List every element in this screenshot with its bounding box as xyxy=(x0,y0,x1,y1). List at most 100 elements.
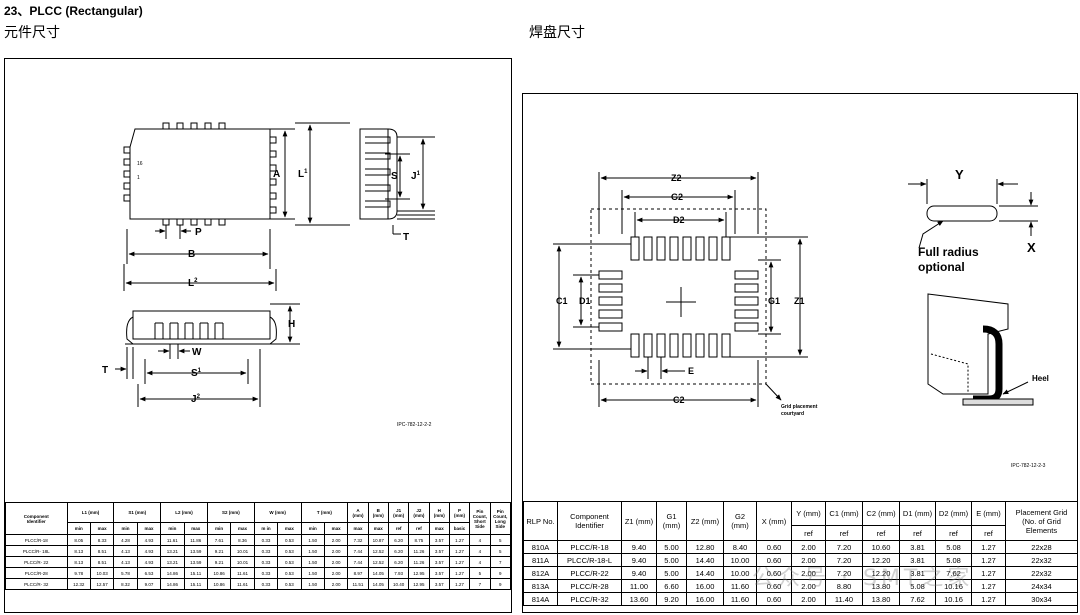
t1-subheader-cell: max xyxy=(428,522,450,535)
table-cell: 0.33 xyxy=(253,545,279,557)
table-cell: 11.86 xyxy=(183,534,208,546)
table-cell: 1.50 xyxy=(300,567,325,579)
table-cell: 15.11 xyxy=(183,567,208,579)
table-cell: 8.40 xyxy=(723,540,757,554)
table-cell: 810A xyxy=(523,540,558,554)
t2-subheader-cell: ref xyxy=(862,525,900,541)
table-cell: 16.00 xyxy=(686,579,724,593)
t2-subheader-cell: ref xyxy=(935,525,972,541)
t2-header-z1: Z1 (mm) xyxy=(621,501,657,541)
table-cell: 12.57 xyxy=(89,578,115,590)
t1-subheader-cell: max xyxy=(89,522,115,535)
table-cell: 0.53 xyxy=(277,545,302,557)
table-cell: 4 xyxy=(469,545,491,557)
table-cell: 14.05 xyxy=(367,578,389,590)
t2-header-c1: C1 (mm) xyxy=(825,501,863,526)
table-cell: 3.57 xyxy=(428,545,450,557)
t2-header-y: Y (mm) xyxy=(791,501,826,526)
table-cell: 2.00 xyxy=(791,540,826,554)
table-cell: 3.57 xyxy=(428,578,450,590)
table-cell: 8.36 xyxy=(230,534,255,546)
dim-l1-label: L1 xyxy=(298,169,308,180)
table-cell: 5 xyxy=(469,567,491,579)
t1-header-a: A(mm) xyxy=(347,502,369,523)
table-cell: PLCC/R-28 xyxy=(557,579,622,593)
table-cell: 8.75 xyxy=(408,534,430,546)
table-cell: 9.78 xyxy=(66,567,91,579)
dim-g1-label: G1 xyxy=(768,296,780,306)
component-drawing-panel: A L1 S J1 P T B L2 H W T S1 J2 16 1 IPC-… xyxy=(4,58,512,613)
table-cell: 13.59 xyxy=(183,545,208,557)
table-cell: 11.51 xyxy=(347,578,369,590)
dim-d2-label: D2 xyxy=(673,215,685,225)
table-cell: 9.20 xyxy=(656,592,687,606)
table-cell: 2.00 xyxy=(323,567,349,579)
component-drawing: A L1 S J1 P T B L2 H W T S1 J2 16 1 IPC-… xyxy=(102,122,435,428)
table-cell: 4.93 xyxy=(136,556,162,568)
table-cell: 0.33 xyxy=(253,567,279,579)
t1-subheader-cell: max xyxy=(323,522,349,535)
table-cell: 7 xyxy=(469,578,491,590)
dim-j1-label: J1 xyxy=(411,171,421,182)
table-cell: 5.00 xyxy=(656,553,687,567)
table-cell: 12.95 xyxy=(408,578,430,590)
t1-header-l1: L1 (mm) xyxy=(66,502,115,523)
table-cell: 7 xyxy=(489,556,511,568)
table-cell: 11.60 xyxy=(723,592,757,606)
dim-h-label: H xyxy=(288,319,295,330)
table-cell: 14.86 xyxy=(160,578,185,590)
table-cell: 0.33 xyxy=(253,534,279,546)
t1-header-t: T (mm) xyxy=(300,502,349,523)
table-cell: 12.52 xyxy=(367,545,389,557)
table-cell: 3.81 xyxy=(899,540,936,554)
table-cell: 813A xyxy=(523,579,558,593)
table-cell: 10.03 xyxy=(89,567,115,579)
table-cell: 6.53 xyxy=(136,567,162,579)
dim-z1-label: Z1 xyxy=(794,296,805,306)
table-cell: 3.57 xyxy=(428,534,450,546)
table-cell: 13.59 xyxy=(183,556,208,568)
table-cell: 7.62 xyxy=(899,592,936,606)
table-cell: 9.40 xyxy=(621,553,657,567)
t1-subheader-cell: max xyxy=(277,522,302,535)
table-cell: 9 xyxy=(489,578,511,590)
table-cell: 8.13 xyxy=(66,545,91,557)
table-cell: 1.27 xyxy=(971,553,1006,567)
dim-e-label: E xyxy=(688,366,694,376)
t1-header-s1: S1 (mm) xyxy=(113,502,162,523)
t2-header-x: X (mm) xyxy=(756,501,792,541)
table-cell: 2.00 xyxy=(323,578,349,590)
table-cell: 9.21 xyxy=(206,556,232,568)
table-cell: 10.87 xyxy=(367,534,389,546)
table-cell: 1.27 xyxy=(448,567,471,579)
table-cell: 10.40 xyxy=(387,578,410,590)
table-cell: 0.33 xyxy=(253,556,279,568)
t1-header-j2: J2(mm) xyxy=(408,502,430,523)
land-pattern-drawing: Z2 G2 D2 C1 D1 G1 Z1 E C2 Y X Full radiu… xyxy=(553,167,1049,469)
table-cell: 14.05 xyxy=(367,567,389,579)
t1-header-j1: J1(mm) xyxy=(387,502,410,523)
dim-j2-label: J2 xyxy=(191,394,201,405)
t1-subheader-cell: m in xyxy=(253,522,279,535)
table-cell: 9.07 xyxy=(136,578,162,590)
table-cell: 0.33 xyxy=(253,578,279,590)
table-cell: 811A xyxy=(523,553,558,567)
grid-note-line2: courtyard xyxy=(781,411,804,417)
dim-s1-label: S1 xyxy=(191,368,202,379)
table-cell: 12.80 xyxy=(686,540,724,554)
table-cell: 8.13 xyxy=(66,556,91,568)
t2-subheader-cell: ref xyxy=(971,525,1006,541)
table-cell: 10.86 xyxy=(206,578,232,590)
table-cell: 7.93 xyxy=(387,567,410,579)
table-cell: 4.93 xyxy=(136,534,162,546)
table-cell: 1.50 xyxy=(300,545,325,557)
table-cell: 814A xyxy=(523,592,558,606)
t2-subheader-cell: ref xyxy=(825,525,863,541)
table-cell: 14.40 xyxy=(686,553,724,567)
t1-header-s2: S2 (mm) xyxy=(206,502,255,523)
